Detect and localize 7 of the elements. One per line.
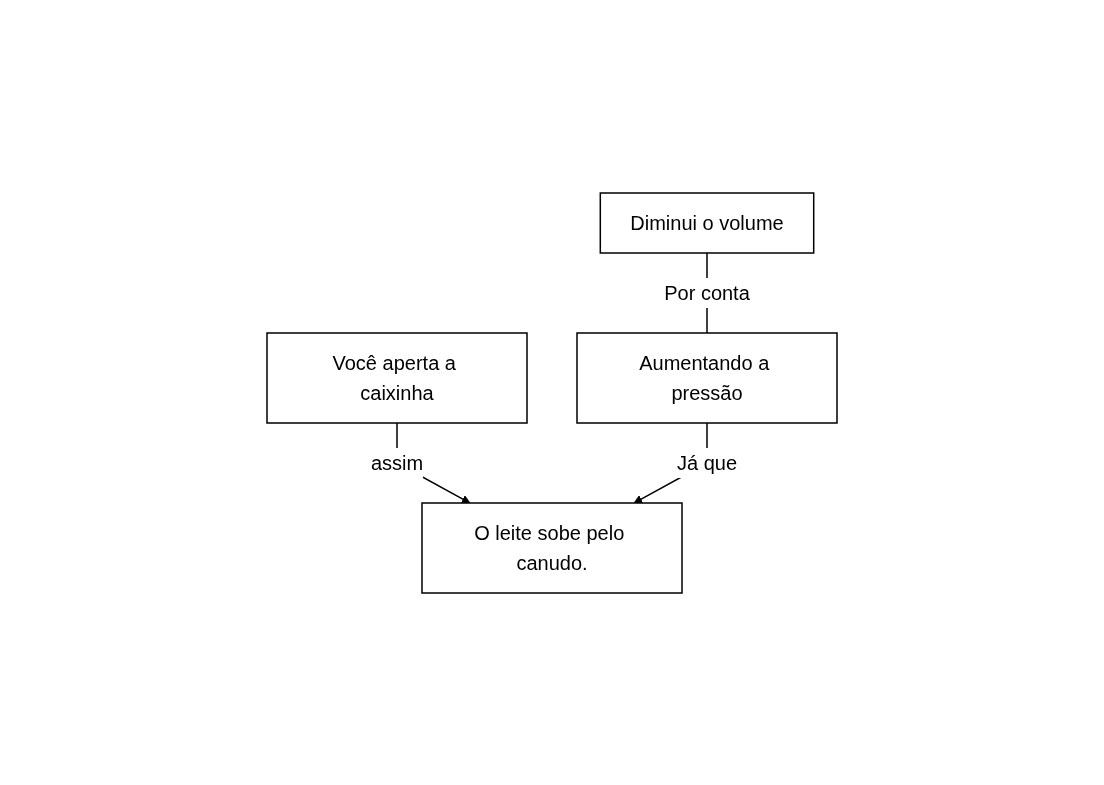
node-box: Diminui o volume <box>599 191 815 254</box>
edge-label: assim <box>370 451 424 474</box>
node-box: O leite sobe pelo canudo. <box>421 501 683 594</box>
edge-label: Já que <box>676 451 738 474</box>
edge-label: Por conta <box>664 281 750 304</box>
node-box: Você aperta a caixinha <box>266 331 528 424</box>
node-box: Aumentando a pressão <box>576 331 838 424</box>
